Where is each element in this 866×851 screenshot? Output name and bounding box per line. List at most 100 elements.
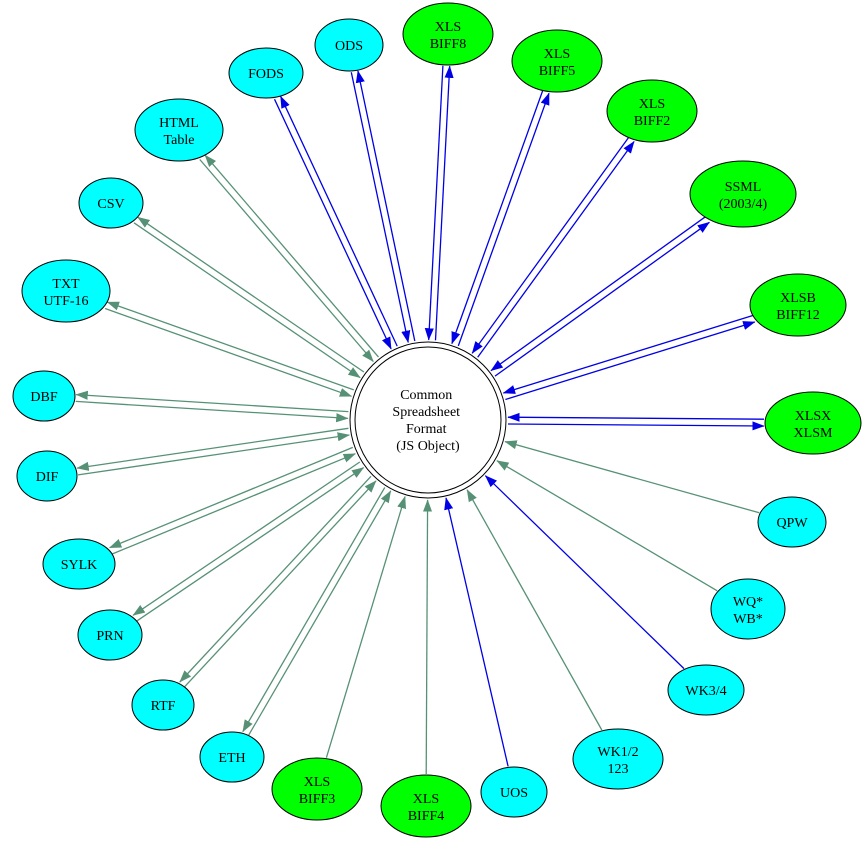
edge-arrow: [204, 154, 379, 358]
node-label: WQ*WB*: [733, 595, 763, 627]
edge-arrow: [273, 98, 392, 350]
edge-arrow: [184, 480, 377, 688]
edge-arrow: [490, 216, 706, 372]
edge-arrow: [434, 65, 454, 341]
node-ellipse: [271, 757, 363, 821]
node-eth: ETH: [199, 731, 265, 783]
node-ellipse: [78, 177, 144, 229]
node-rtf: RTF: [131, 679, 195, 731]
edge-arrow: [104, 307, 353, 397]
node-ellipse: [764, 391, 862, 455]
node-uos: UOS: [480, 766, 548, 818]
node-common-format: Common Spreadsheet Format (JS Object): [349, 341, 507, 499]
node-ellipse: [511, 29, 603, 93]
node-label: SSML(2003/4): [719, 180, 768, 212]
node-prn: PRN: [77, 609, 143, 661]
node-qpw: QPW: [757, 496, 827, 548]
node-ssml: SSML(2003/4): [689, 160, 797, 228]
node-ellipse: [199, 731, 265, 783]
node-label: ETH: [218, 751, 245, 766]
node-ellipse: [380, 774, 472, 838]
node-label: DIF: [36, 470, 59, 485]
node-label: QPW: [776, 516, 808, 531]
edge-arrow: [132, 461, 361, 616]
edge-layer: [75, 65, 765, 775]
edge-arrow: [494, 221, 710, 377]
edge-arrow: [111, 453, 356, 555]
edge-arrow: [505, 321, 756, 401]
node-ellipse: [689, 160, 797, 228]
edge-arrow: [242, 487, 386, 733]
edge-arrow: [75, 400, 349, 423]
edge-arrow: [451, 90, 544, 345]
node-ellipse: [667, 664, 745, 716]
edge-arrow: [507, 421, 765, 431]
node-wk34: WK3/4: [667, 664, 745, 716]
node-label: FODS: [248, 67, 284, 82]
node-dif: DIF: [16, 450, 78, 502]
node-ellipse: [134, 98, 224, 162]
edge-arrow: [325, 495, 406, 758]
node-ellipse: [314, 18, 384, 72]
edge-arrow: [133, 222, 361, 379]
node-wq-wb: WQ*WB*: [710, 578, 786, 640]
edge-arrow: [444, 497, 509, 767]
edge-arrow: [457, 92, 550, 347]
node-ellipse: [572, 728, 664, 790]
edge-arrow: [484, 475, 685, 670]
node-label: CSV: [97, 197, 124, 212]
center-label: Common Spreadsheet Format (JS Object): [392, 388, 463, 454]
node-label: PRN: [96, 629, 123, 644]
edge-arrow: [108, 446, 354, 549]
node-ellipse: [77, 609, 143, 661]
node-ellipse: [16, 450, 78, 502]
node-label: UOS: [500, 786, 528, 801]
node-label: ODS: [335, 39, 363, 54]
node-ellipse: [228, 47, 304, 99]
edge-arrow: [471, 137, 630, 354]
node-csv: CSV: [78, 177, 144, 229]
edge-arrow: [77, 432, 350, 476]
edge-arrow: [355, 70, 416, 342]
node-ellipse: [402, 2, 494, 66]
edge-arrow: [75, 390, 349, 413]
edge-arrow: [477, 140, 635, 358]
node-dbf: DBF: [12, 370, 76, 422]
node-ellipse: [12, 370, 76, 422]
node-ellipse: [131, 679, 195, 731]
edge-arrow: [502, 314, 753, 394]
edge-arrow: [350, 72, 411, 344]
edge-arrow: [422, 499, 433, 775]
node-ellipse: [749, 273, 847, 337]
node-ellipse: [42, 538, 116, 590]
edge-arrow: [504, 440, 760, 514]
edge-arrow: [137, 216, 365, 373]
node-fods: FODS: [228, 47, 304, 99]
edge-arrow: [76, 427, 349, 471]
node-ellipse: [710, 578, 786, 640]
edge-arrow: [106, 301, 355, 391]
node-ods: ODS: [314, 18, 384, 72]
center-outer-circle: [349, 341, 507, 499]
center-inner-circle: [354, 346, 502, 494]
edge-arrow: [199, 159, 374, 362]
edge-arrow: [248, 490, 392, 736]
node-ellipse: [480, 766, 548, 818]
node-ellipse: [606, 79, 698, 143]
node-ellipse: [21, 259, 111, 323]
edge-arrow: [496, 460, 718, 592]
